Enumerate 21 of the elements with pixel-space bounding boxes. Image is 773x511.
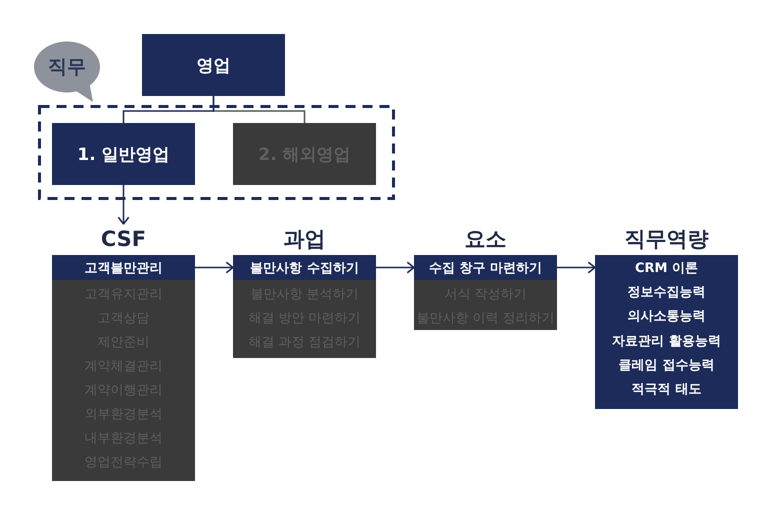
arrow	[118, 185, 130, 225]
arrow	[557, 262, 596, 274]
column-heading: 요소	[464, 226, 506, 253]
category-box: 1. 일반영업	[52, 123, 195, 185]
dashed-group-box	[38, 105, 395, 200]
list-item: 정보수집능력	[628, 284, 706, 302]
highlighted-row: 고객불만관리	[52, 255, 195, 280]
list-item: 자료관리 활용능력	[612, 332, 721, 350]
list-item: 클레임 접수능력	[618, 356, 714, 374]
column-heading: 직무역량	[624, 226, 708, 253]
list-item: 의사소통능력	[628, 308, 706, 326]
arrow	[376, 262, 415, 274]
column-heading: 과업	[284, 226, 326, 253]
list-item: CRM 이론	[635, 260, 698, 277]
highlighted-row: 수집 창구 마련하기	[414, 255, 557, 280]
connector-line	[122, 96, 214, 123]
category-box: 영업	[142, 34, 285, 96]
arrow	[195, 262, 234, 274]
list-item: 적극적 태도	[632, 381, 702, 398]
highlighted-row: 불만사항 수집하기	[233, 255, 376, 280]
column-heading: CSF	[100, 227, 146, 251]
